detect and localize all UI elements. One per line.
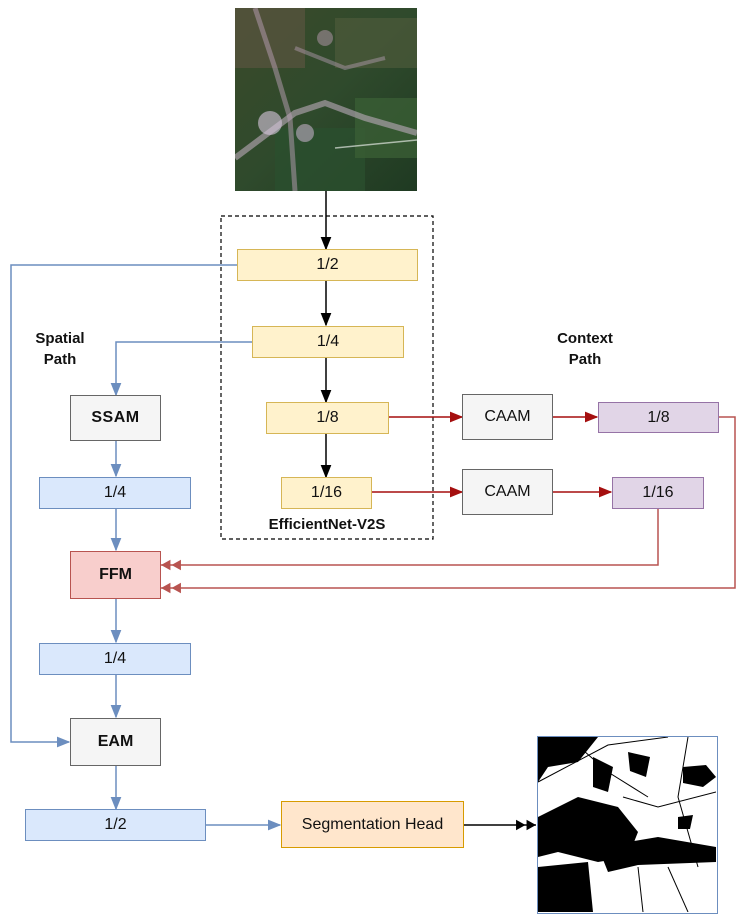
caam-output-1-8: 1/8 [598,402,719,433]
context-path-title: Context Path [540,328,630,370]
caam-block-top: CAAM [462,394,553,440]
satellite-input-image [235,8,417,191]
ffm-output-1-4: 1/4 [39,643,191,675]
encoder-stage-1-16: 1/16 [281,477,372,509]
ffm-block: FFM [70,551,161,599]
encoder-stage-1-2: 1/2 [237,249,418,281]
eam-block: EAM [70,718,161,766]
spatial-path-title: Spatial Path [20,328,100,370]
caam-block-bottom: CAAM [462,469,553,515]
segmentation-head-block: Segmentation Head [281,801,464,848]
spatial-path-title-line1: Spatial [35,330,85,347]
context-path-title-line1: Context [557,330,613,347]
encoder-container [220,215,434,540]
spatial-path-title-line2: Path [43,351,77,368]
context-path-title-line2: Path [568,351,602,368]
eam-output-1-2: 1/2 [25,809,206,841]
encoder-stage-1-4: 1/4 [252,326,404,358]
encoder-label: EfficientNet-V2S [268,516,386,533]
binary-segmentation-mask [537,736,718,914]
caam-output-1-16: 1/16 [612,477,704,509]
ssam-block: SSAM [70,395,161,441]
encoder-stage-1-8: 1/8 [266,402,389,434]
ssam-output-1-4: 1/4 [39,477,191,509]
